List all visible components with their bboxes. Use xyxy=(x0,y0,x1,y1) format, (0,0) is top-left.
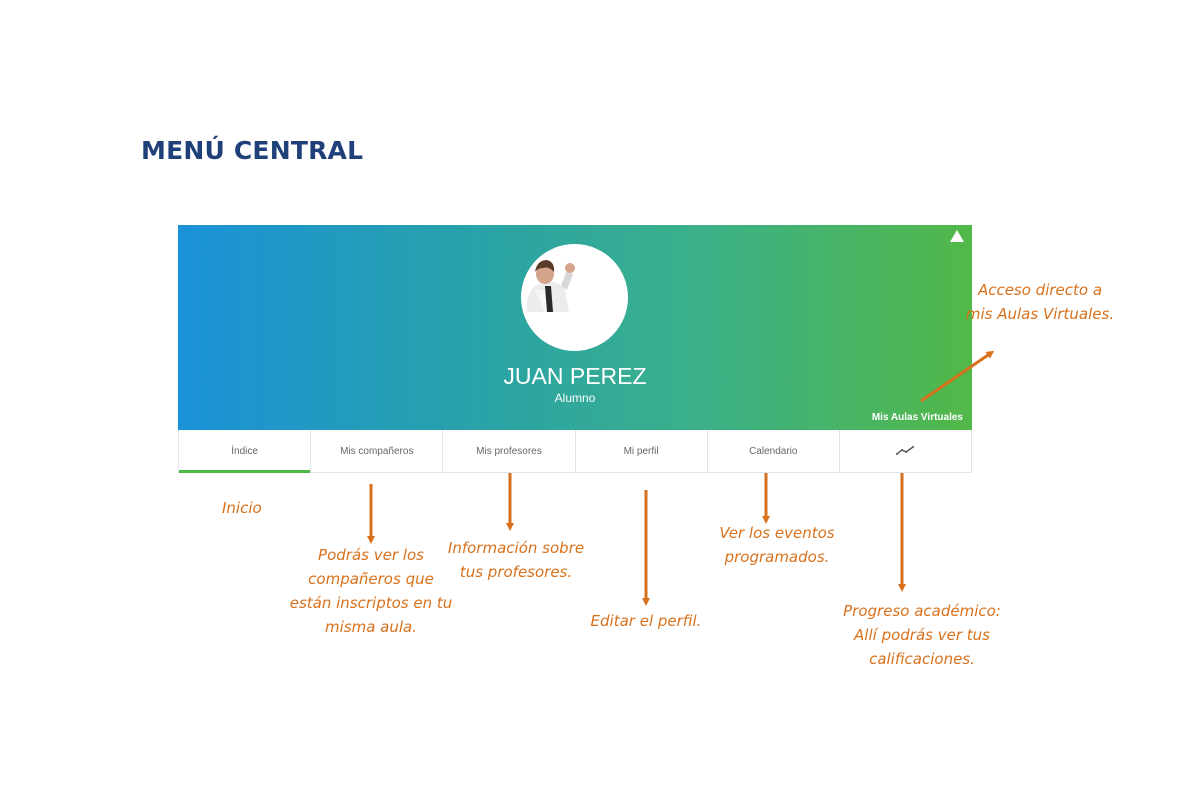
tab-label: Mis profesores xyxy=(476,445,542,457)
tab-mis-companeros[interactable]: Mis compañeros xyxy=(311,430,444,472)
annotation-inicio: Inicio xyxy=(222,499,262,517)
annotation-profesores: Información sobre tus profesores. xyxy=(447,539,585,581)
tab-calendario[interactable]: Calendario xyxy=(708,430,840,472)
page-title: MENÚ CENTRAL xyxy=(141,136,364,165)
avatar xyxy=(521,244,628,351)
annotation-calendario: Ver los eventos programados. xyxy=(719,524,835,566)
annotation-companeros: Podrás ver los compañeros que están insc… xyxy=(289,546,453,636)
tab-mis-profesores[interactable]: Mis profesores xyxy=(443,430,576,472)
triangle-up-icon[interactable] xyxy=(950,230,964,242)
arrow-aulas xyxy=(920,350,995,403)
trend-chart-icon xyxy=(896,446,915,455)
tab-label: Mis compañeros xyxy=(340,445,414,457)
profile-banner: JUAN PEREZ Alumno Mis Aulas Virtuales xyxy=(178,225,972,430)
annotation-perfil: Editar el perfil. xyxy=(590,612,702,630)
mis-aulas-virtuales-link[interactable]: Mis Aulas Virtuales xyxy=(871,412,963,423)
tab-label: Calendario xyxy=(749,445,798,457)
user-name: JUAN PEREZ xyxy=(503,363,647,389)
tab-indice[interactable]: Índice xyxy=(179,430,312,473)
user-role: Alumno xyxy=(554,391,596,405)
central-menu-tabs: Índice Mis compañeros Mis profesores Mi … xyxy=(178,430,972,473)
tab-label: Mi perfil xyxy=(623,445,659,457)
tab-progreso[interactable] xyxy=(840,430,971,472)
annotation-progreso: Progreso académico: Allí podrás ver tus … xyxy=(843,602,1001,668)
annotation-aulas: Acceso directo a mis Aulas Virtuales. xyxy=(965,281,1115,323)
tab-mi-perfil[interactable]: Mi perfil xyxy=(576,430,708,472)
student-photo-icon xyxy=(527,260,575,312)
tab-label: Índice xyxy=(231,445,258,457)
